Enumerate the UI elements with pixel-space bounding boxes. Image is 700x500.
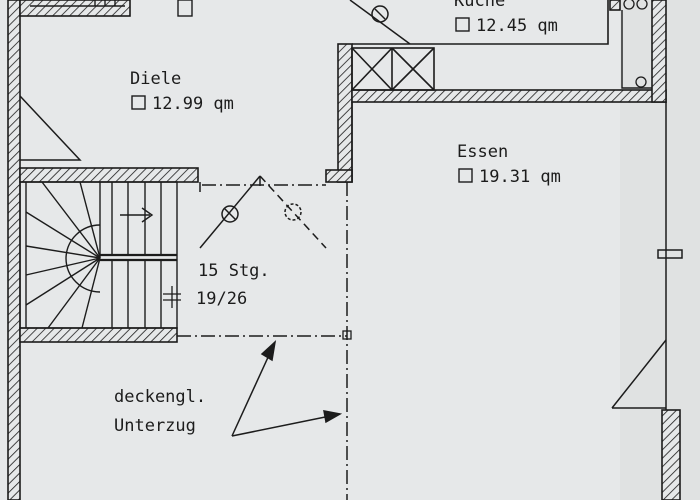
top-window [30,0,193,17]
dining-details [351,102,683,410]
top-left-wall [19,0,131,17]
dining-name: Essen [457,142,508,162]
stairs-label-group: 15 Stg. 19/26 [196,261,270,309]
stair-tick [163,286,181,308]
walls [7,0,681,500]
beam-note-line2: Unterzug [114,416,196,436]
right-wall-lower [661,409,681,500]
stairs-ratio: 19/26 [196,289,247,309]
area-square-icon [458,168,473,183]
beam-note-group: deckengl. Unterzug [114,387,206,436]
beam-lines [177,182,348,500]
dining-label-group: Essen 19.31 qm [457,142,561,187]
kitchen-counter [351,47,435,91]
hall-name: Diele [130,69,181,89]
top-door [349,0,411,45]
hall-triangle [19,95,82,161]
note-arrows [231,339,343,437]
kitchen-wall [351,89,667,103]
stair-wall-top [19,167,199,183]
beam-note-line1: deckengl. [114,387,206,407]
dining-area: 19.31 qm [479,167,561,187]
kitchen-name: Küche [454,0,505,11]
area-square-icon [131,95,146,110]
left-wall [7,0,21,500]
staircase [19,181,178,329]
center-wall [337,43,353,183]
hall-area: 12.99 qm [152,94,234,114]
hall-label-group: Diele 12.99 qm [130,69,234,114]
hall-doors [199,175,327,249]
right-wall-upper [651,0,667,103]
center-wall-stub [325,169,353,183]
stairs-steps: 15 Stg. [198,261,270,281]
area-square-icon [455,17,470,32]
kitchen-label-group: Küche 12.45 qm [454,0,558,36]
stair-wall-bottom [19,327,178,343]
kitchen-area: 12.45 qm [476,16,558,36]
